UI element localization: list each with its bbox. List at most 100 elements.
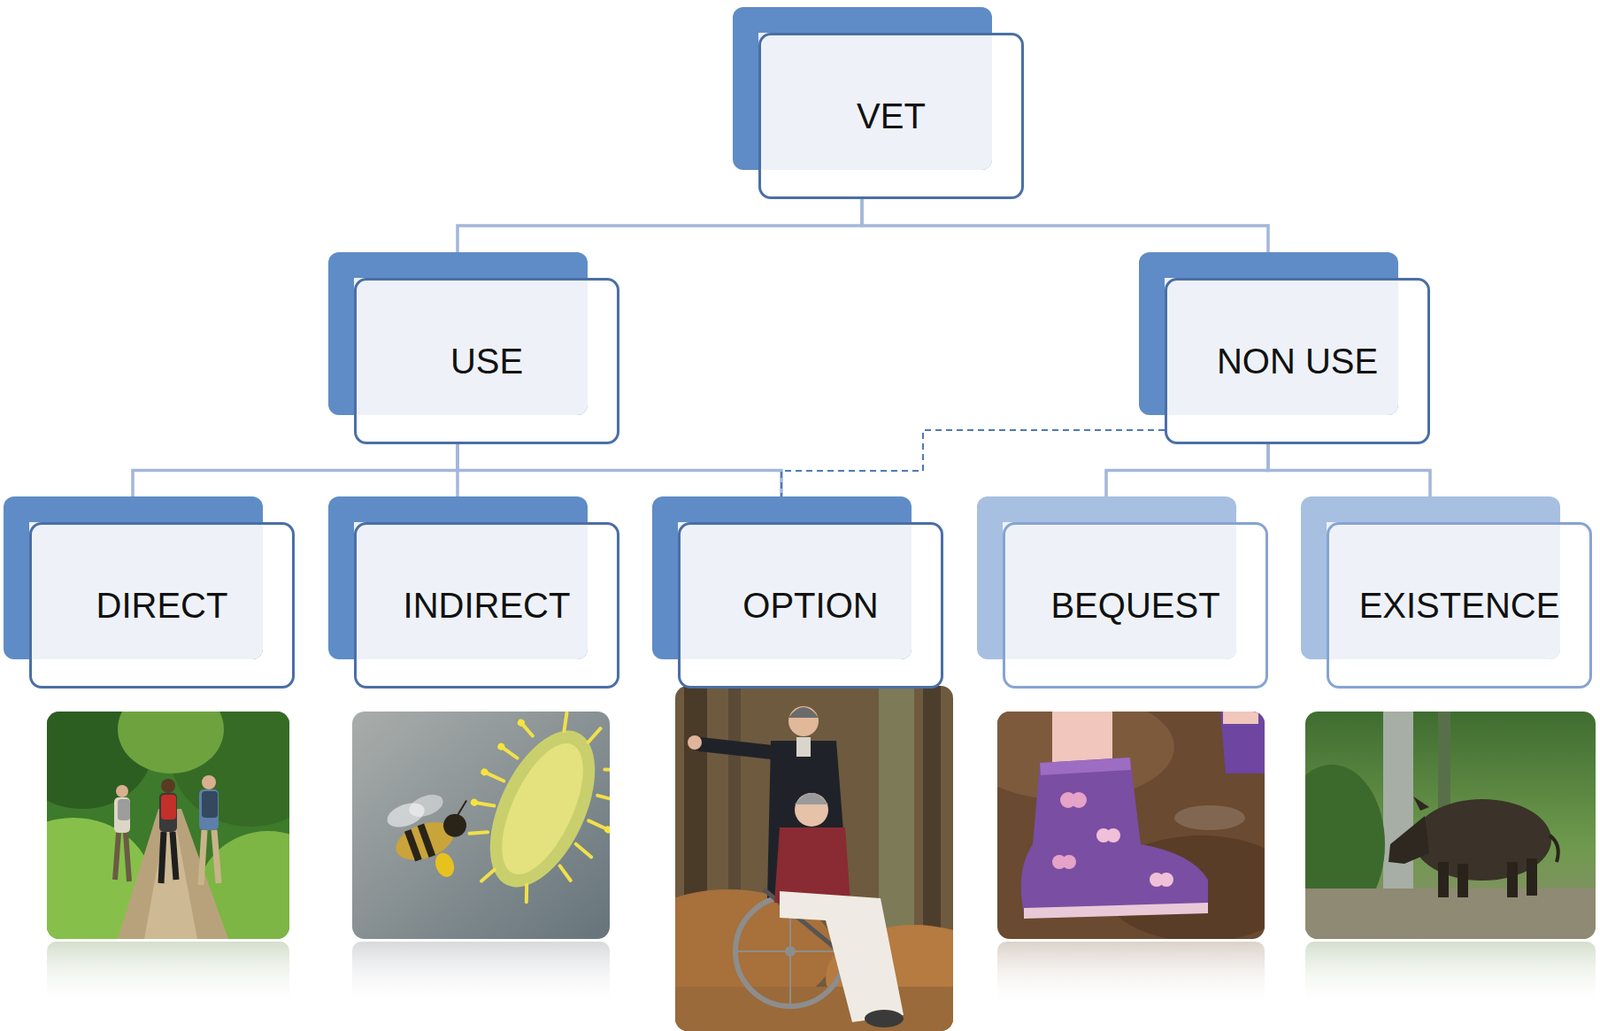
hierarchy-box: OPTION	[677, 522, 944, 689]
node-label: DIRECT	[96, 584, 229, 626]
illustration-part	[779, 891, 904, 1023]
hiker-figure	[159, 778, 177, 884]
hierarchy-box: BEQUEST	[1002, 522, 1269, 689]
bee	[382, 783, 490, 891]
photo-reflection	[997, 941, 1265, 1009]
bee-photo	[352, 711, 610, 939]
illustration-part	[201, 791, 218, 818]
illustration-part	[159, 792, 177, 832]
illustration-part	[1388, 815, 1430, 864]
illustration-part	[1549, 835, 1559, 862]
illustration-part	[603, 824, 610, 835]
illustration-part	[115, 784, 129, 798]
illustration-part	[214, 830, 219, 884]
tree-connector	[457, 199, 862, 253]
illustration-part	[794, 792, 829, 827]
hierarchy-box: NON USE	[1164, 277, 1431, 445]
illustration-part	[1106, 828, 1121, 843]
illustration-part	[200, 830, 205, 885]
illustration-part	[144, 826, 198, 939]
illustration-part	[774, 827, 851, 903]
photo-reflection	[1305, 941, 1596, 1009]
illustration-part	[1223, 711, 1259, 724]
illustration-part	[496, 741, 507, 752]
illustration-part	[115, 832, 119, 880]
illustration-part	[161, 831, 164, 884]
illustration-part	[469, 797, 480, 808]
tree-connector	[861, 199, 1269, 253]
hikers-photo	[46, 711, 290, 939]
illustration-part	[479, 767, 490, 777]
boot-photo	[997, 711, 1265, 939]
boar	[1388, 796, 1559, 898]
illustration-part	[1174, 805, 1246, 831]
box-text-area: DIRECT	[29, 522, 295, 689]
illustration-part	[1305, 888, 1596, 939]
illustration-part	[1438, 861, 1449, 898]
node-label: EXISTENCE	[1359, 584, 1561, 626]
node-label: VET	[856, 95, 926, 137]
node-label: OPTION	[742, 584, 878, 626]
hierarchy-box: VET	[758, 32, 1024, 200]
illustration-part	[788, 706, 819, 737]
tree-connector	[132, 444, 458, 497]
illustration-part	[1159, 872, 1174, 887]
illustration-part	[1039, 757, 1131, 776]
illustration-part	[735, 950, 846, 953]
hierarchy-box: USE	[353, 277, 620, 445]
illustration-part	[199, 789, 219, 831]
illustration-part	[700, 744, 780, 754]
box-text-area: BEQUEST	[1002, 522, 1269, 689]
illustration-part	[404, 829, 423, 862]
illustration-part	[431, 850, 457, 880]
illustration-part	[484, 731, 600, 886]
hierarchy-box: DIRECT	[29, 522, 295, 689]
illustration-part	[453, 800, 470, 816]
illustration-part	[201, 775, 216, 790]
hiker-figure	[114, 784, 131, 882]
hierarchy-box: INDIRECT	[353, 522, 620, 689]
illustration-part	[687, 735, 702, 750]
hiker-figure	[199, 775, 219, 885]
illustration-part	[796, 737, 811, 757]
node-label: NON USE	[1216, 340, 1378, 382]
illustration-part	[1021, 757, 1208, 914]
illustration-part	[117, 799, 131, 821]
illustration-part	[516, 717, 527, 728]
illustration-part	[114, 797, 131, 833]
seated-woman	[774, 792, 904, 1028]
illustration-part	[864, 1009, 904, 1028]
illustration-part	[117, 711, 224, 774]
illustration-part	[675, 986, 954, 1031]
illustration-part	[1413, 796, 1430, 811]
box-text-area: OPTION	[677, 522, 944, 689]
illustration-part	[1507, 861, 1518, 898]
illustration-part	[406, 790, 447, 821]
dashed-connector	[781, 430, 1165, 497]
illustration-part	[161, 794, 177, 820]
illustration-part	[417, 823, 437, 858]
illustration-part	[172, 831, 177, 880]
illustration-part	[1070, 792, 1087, 808]
node-label: USE	[450, 340, 524, 382]
illustration-part	[1023, 902, 1208, 919]
box-text-area: NON USE	[1164, 277, 1431, 445]
box-text-area: USE	[353, 277, 620, 445]
boar-photo	[1305, 711, 1596, 939]
box-text-area: VET	[758, 32, 1024, 200]
illustration-part	[1061, 854, 1077, 870]
hierarchy-box: EXISTENCE	[1326, 522, 1593, 689]
illustration-part	[125, 832, 130, 882]
photo-reflection	[46, 941, 290, 1009]
box-text-area: INDIRECT	[353, 522, 620, 689]
wheelchair-photo	[675, 685, 954, 1031]
tree-connector	[1106, 444, 1269, 497]
photo-reflection	[352, 941, 610, 1009]
rain-boot	[1021, 757, 1208, 919]
second-boot	[1220, 711, 1265, 774]
box-text-area: EXISTENCE	[1326, 522, 1593, 689]
illustration-part	[1457, 863, 1469, 898]
illustration-part	[1526, 858, 1538, 896]
illustration-part	[439, 810, 470, 840]
